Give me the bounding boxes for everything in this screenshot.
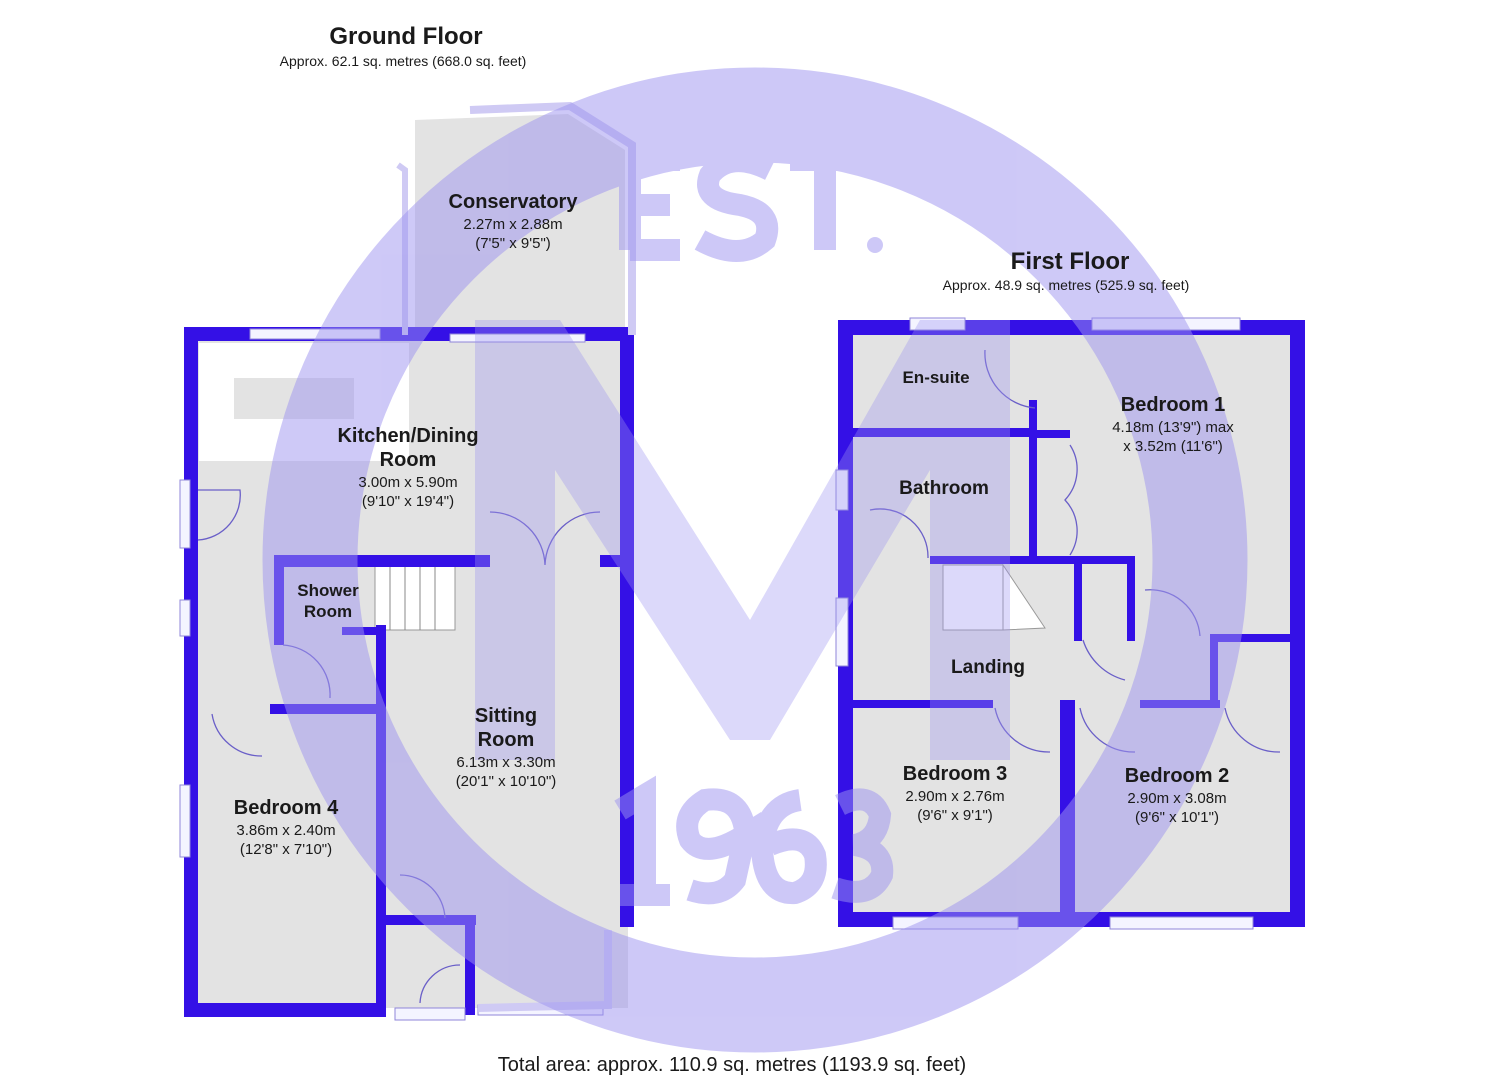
window	[835, 469, 849, 511]
window	[179, 479, 191, 549]
stairs-winder	[1002, 563, 1046, 631]
door	[994, 707, 1051, 753]
room-name: Bedroom 4	[234, 797, 339, 819]
first-floor-area: Approx. 48.9 sq. metres (525.9 sq. feet)	[943, 277, 1190, 293]
door	[211, 713, 263, 757]
room-name: Bedroom 2	[1125, 765, 1229, 787]
room-name: Room	[304, 602, 352, 621]
room-dims: 2.90m x 2.76m	[905, 788, 1004, 805]
watermark-est-glyphs	[619, 149, 883, 262]
window	[1109, 916, 1254, 930]
watermark-1963-glyphs	[614, 775, 894, 906]
room-dims: 3.86m x 2.40m	[236, 822, 335, 839]
watermark-m-glyph	[475, 320, 1010, 760]
window	[179, 599, 191, 637]
stairs	[374, 564, 456, 631]
door	[869, 508, 929, 559]
room-name: Bathroom	[899, 478, 989, 499]
room-name: Bedroom 3	[903, 763, 1007, 785]
ground-floor-title: Ground Floor	[329, 23, 482, 50]
watermark-logo	[262, 67, 1248, 1053]
ground-floor-plan	[179, 101, 636, 1021]
room-name: Conservatory	[449, 191, 579, 213]
room-name: En-suite	[902, 368, 969, 387]
window	[449, 333, 586, 343]
room-dims-imperial: (9'6" x 10'1")	[1135, 809, 1219, 826]
window	[835, 597, 849, 667]
room-name: Sitting	[475, 705, 537, 727]
room-dims-imperial: (20'1" x 10'10")	[456, 773, 557, 790]
total-area: Total area: approx. 110.9 sq. metres (11…	[498, 1054, 966, 1076]
room-name: Kitchen/Dining	[337, 425, 478, 447]
door	[1224, 707, 1281, 753]
first-floor-title: First Floor	[1011, 248, 1130, 275]
door	[984, 349, 1036, 409]
room-dims-imperial: (12'8" x 7'10")	[240, 841, 332, 858]
room-name: Room	[478, 729, 535, 751]
door	[1064, 444, 1078, 556]
room-name: Bedroom 1	[1121, 394, 1225, 416]
room-dims-imperial: (9'10" x 19'4")	[362, 493, 454, 510]
room-dims-imperial: (7'5" x 9'5")	[475, 235, 551, 252]
window	[909, 317, 966, 331]
room-name: Room	[380, 449, 437, 471]
window	[179, 784, 191, 858]
room-dims: 4.18m (13'9") max	[1112, 419, 1234, 436]
door	[197, 489, 241, 541]
room-dims: 2.27m x 2.88m	[463, 216, 562, 233]
door	[489, 511, 601, 566]
stairs	[942, 564, 1004, 631]
stair-treads	[389, 565, 436, 630]
room-dims: 3.00m x 5.90m	[358, 474, 457, 491]
room-dims-imperial: (9'6" x 9'1")	[917, 807, 993, 824]
room-dims: 6.13m x 3.30m	[456, 754, 555, 771]
room-name: Landing	[951, 657, 1025, 678]
ground-floor-area: Approx. 62.1 sq. metres (668.0 sq. feet)	[280, 53, 527, 69]
door	[419, 964, 461, 1004]
room-name: Shower	[297, 581, 359, 600]
door	[1082, 639, 1126, 681]
room-dims-imperial: x 3.52m (11'6")	[1123, 438, 1223, 455]
room-dims: 2.90m x 3.08m	[1127, 790, 1226, 807]
window	[394, 1007, 466, 1021]
